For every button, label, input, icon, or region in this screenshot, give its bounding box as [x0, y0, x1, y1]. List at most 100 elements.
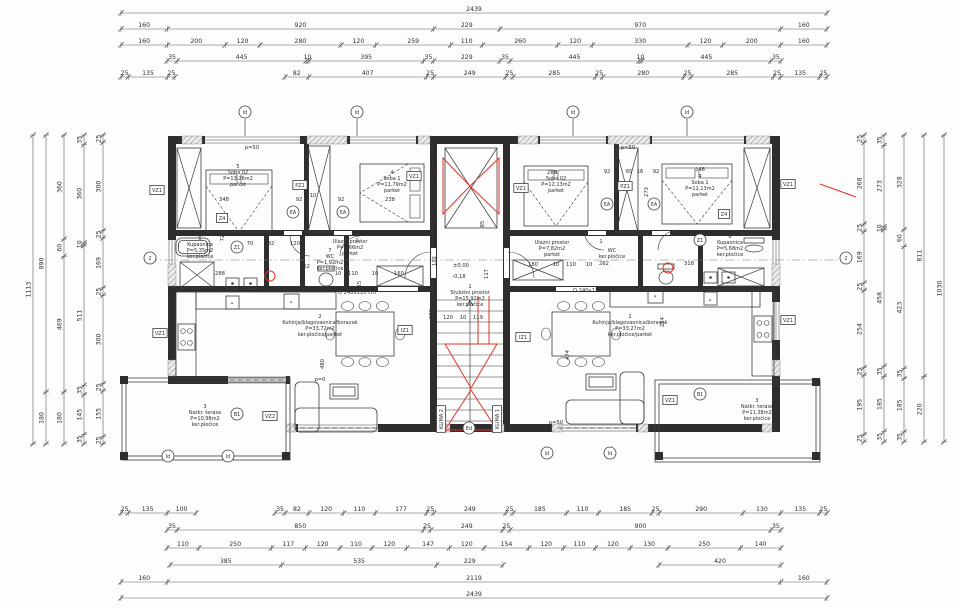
- svg-text:VZ1: VZ1: [665, 398, 675, 404]
- svg-text:25: 25: [96, 288, 103, 296]
- svg-text:35: 35: [276, 506, 284, 513]
- svg-text:25: 25: [423, 523, 431, 530]
- svg-text:348: 348: [219, 197, 229, 203]
- tag-vz1: VZ1: [152, 328, 168, 338]
- svg-text:25: 25: [652, 506, 660, 513]
- svg-text:35: 35: [877, 136, 884, 144]
- svg-text:160: 160: [138, 22, 150, 29]
- svg-text:25: 25: [857, 283, 864, 291]
- svg-text:300: 300: [96, 181, 103, 193]
- svg-text:25: 25: [683, 70, 691, 77]
- svg-text:273: 273: [877, 180, 884, 192]
- svg-text:70: 70: [247, 241, 254, 247]
- svg-text:•: •: [230, 301, 233, 307]
- svg-text:110: 110: [461, 38, 473, 45]
- svg-text:10: 10: [77, 240, 84, 248]
- svg-text:135: 135: [794, 506, 806, 513]
- svg-text:120: 120: [320, 506, 332, 513]
- svg-text:Z1: Z1: [697, 238, 703, 244]
- svg-text:229: 229: [461, 22, 473, 29]
- svg-text:*: *: [654, 295, 657, 301]
- marker-z1: Z1: [693, 233, 707, 247]
- svg-text:288: 288: [547, 170, 557, 176]
- svg-text:Id: Id: [355, 110, 359, 116]
- svg-text:p=50: p=50: [549, 420, 563, 426]
- marker-id: Id: [680, 105, 694, 119]
- svg-text:185: 185: [897, 399, 904, 411]
- svg-text:EA: EA: [604, 202, 611, 208]
- left-dimension-chains: 1113890180360604691803536010511351453525…: [26, 132, 106, 447]
- svg-text:IZ1: IZ1: [519, 335, 527, 341]
- svg-text:280: 280: [637, 70, 649, 77]
- svg-text:288: 288: [215, 271, 225, 277]
- svg-text:KLIMA 1: KLIMA 1: [495, 409, 501, 429]
- svg-text:250: 250: [229, 541, 241, 548]
- svg-text:254: 254: [660, 316, 666, 327]
- svg-text:p=0: p=0: [315, 377, 326, 383]
- marker-id: Id: [221, 449, 235, 463]
- svg-text:10: 10: [335, 271, 342, 277]
- svg-text:82: 82: [293, 70, 301, 77]
- svg-text:IZ1: IZ1: [401, 328, 409, 334]
- svg-text:147: 147: [422, 541, 434, 548]
- svg-text:25: 25: [857, 135, 864, 143]
- marker-b1: B1: [693, 387, 707, 401]
- svg-text:Id: Id: [685, 110, 689, 116]
- svg-text:Z4: Z4: [721, 212, 728, 218]
- svg-text:Id: Id: [545, 451, 549, 457]
- svg-text:160: 160: [798, 22, 810, 29]
- tag-vz1: VZ1: [662, 395, 678, 405]
- svg-text:p=50: p=50: [621, 145, 635, 151]
- marker-ed: Ed: [462, 421, 476, 435]
- svg-text:82: 82: [268, 241, 275, 247]
- marker-id: Id: [238, 105, 252, 119]
- svg-text:238: 238: [385, 197, 395, 203]
- svg-text:•: •: [708, 298, 711, 304]
- svg-text:110: 110: [177, 541, 189, 548]
- svg-text:160: 160: [138, 575, 150, 582]
- svg-text:120: 120: [383, 541, 395, 548]
- svg-text:420: 420: [714, 558, 726, 565]
- tag-vz1: VZ1: [406, 171, 422, 181]
- svg-text:PZ1: PZ1: [620, 184, 630, 190]
- svg-text:229: 229: [461, 54, 473, 61]
- svg-text:254: 254: [857, 323, 864, 335]
- tag-pz1: PZ1: [292, 180, 308, 190]
- svg-text:110: 110: [350, 541, 362, 548]
- svg-text:10: 10: [553, 262, 560, 268]
- marker-id: Id: [161, 449, 175, 463]
- svg-text:900: 900: [635, 523, 647, 530]
- svg-text:35: 35: [772, 523, 780, 530]
- svg-text:Id: Id: [226, 454, 230, 460]
- svg-text:119: 119: [473, 315, 483, 321]
- svg-text:35: 35: [877, 433, 884, 441]
- tag-klima-1: KLIMA 1: [492, 405, 502, 433]
- svg-text:100: 100: [176, 506, 188, 513]
- svg-text:140: 140: [755, 541, 767, 548]
- svg-text:318: 318: [684, 261, 694, 267]
- marker-ea: EA: [647, 197, 661, 211]
- svg-text:2439: 2439: [466, 591, 482, 598]
- svg-text:135: 135: [142, 70, 154, 77]
- marker-2: 2: [839, 251, 853, 265]
- svg-text:385: 385: [220, 558, 232, 565]
- svg-text:2: 2: [844, 256, 847, 262]
- svg-text:273: 273: [644, 187, 650, 197]
- svg-text:328: 328: [897, 176, 904, 188]
- svg-text:249: 249: [464, 70, 476, 77]
- svg-text:10: 10: [637, 54, 645, 61]
- svg-text:25: 25: [857, 367, 864, 375]
- svg-text:130: 130: [643, 541, 655, 548]
- svg-text:260: 260: [514, 38, 526, 45]
